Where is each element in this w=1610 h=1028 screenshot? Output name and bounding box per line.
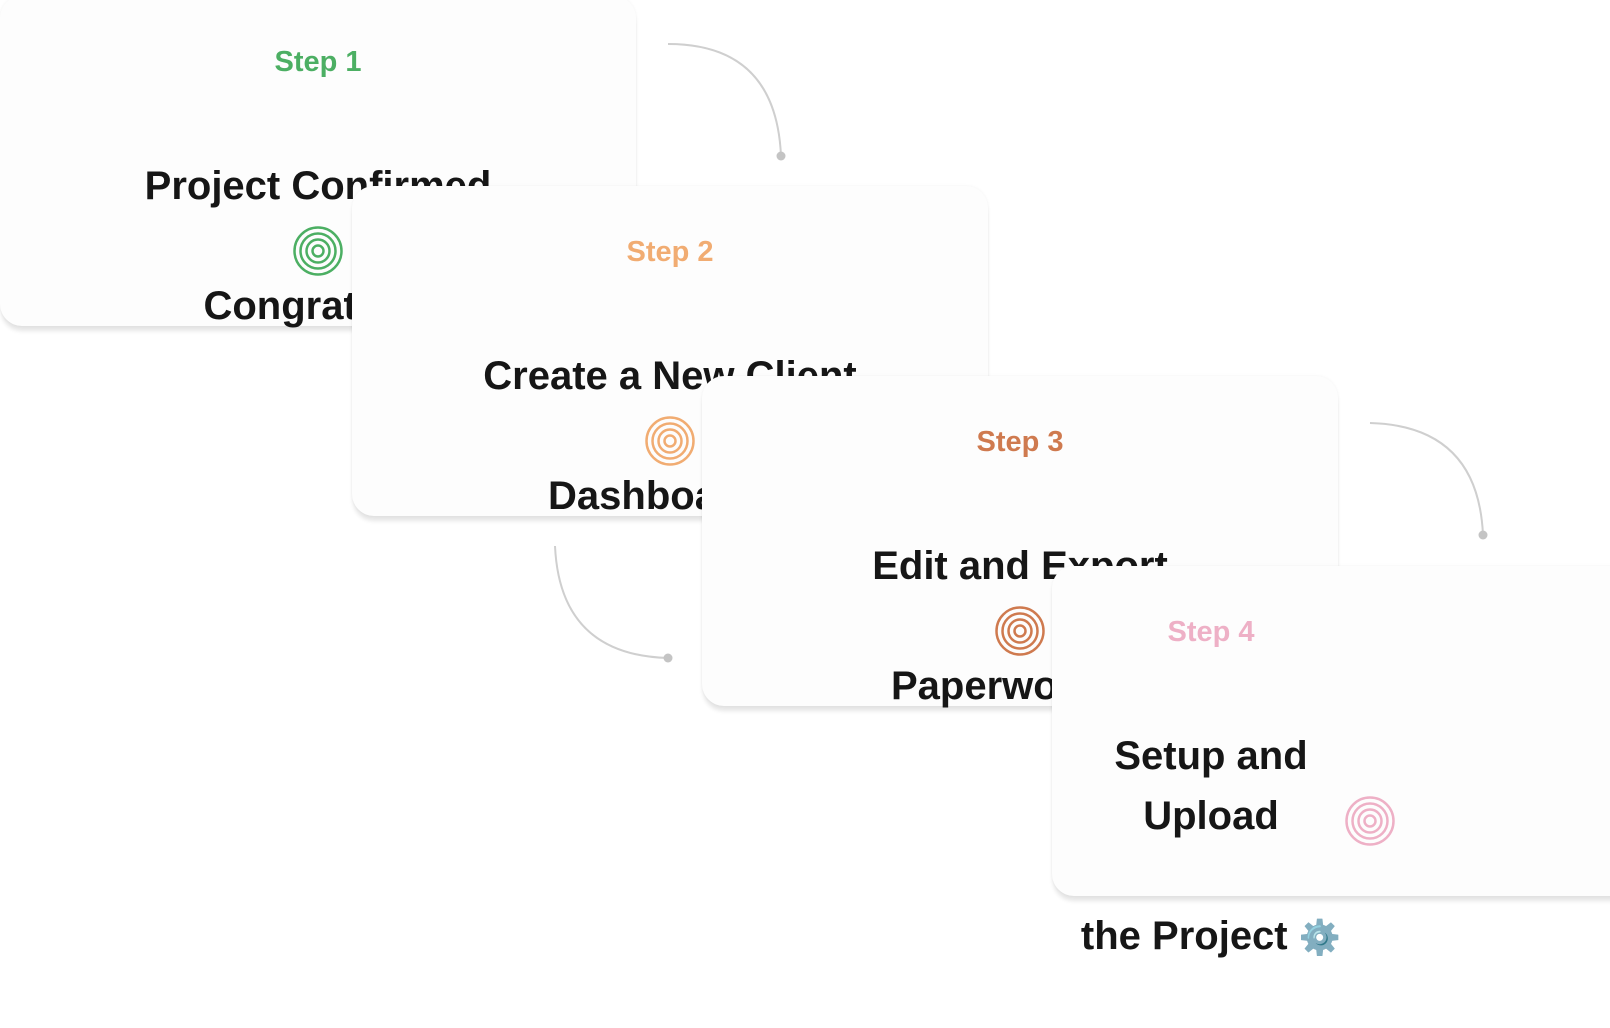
step-title-line2: the Project ⚙️ <box>1080 914 1342 958</box>
step-card-4: Step 4 Setup and Upload the Project ⚙️ <box>1052 566 1610 958</box>
step-title-line1: Setup and Upload <box>1114 734 1308 838</box>
connector-dot <box>663 653 673 663</box>
connector-dot <box>1478 530 1488 540</box>
target-icon <box>293 226 343 276</box>
connector-step1-step2 <box>667 43 782 157</box>
target-icon <box>995 606 1045 656</box>
target-icon <box>645 416 695 466</box>
step-label: Step 1 <box>274 46 362 78</box>
step-title: Setup and Upload the Project ⚙️ <box>1052 666 1370 1028</box>
step-label: Step 2 <box>626 236 714 268</box>
connector-lines <box>554 43 1488 663</box>
step-label: Step 3 <box>976 426 1064 458</box>
step-label: Step 4 <box>1167 616 1255 648</box>
connector-dot <box>776 151 786 161</box>
connector-step2-step3 <box>554 545 669 659</box>
step-card-3: Step 3 Edit and Export Paperwork 📤 <box>702 376 1338 708</box>
target-icon <box>1345 796 1395 846</box>
gear-icon: ⚙️ <box>1298 918 1342 958</box>
connector-step3-step4 <box>1369 422 1484 536</box>
